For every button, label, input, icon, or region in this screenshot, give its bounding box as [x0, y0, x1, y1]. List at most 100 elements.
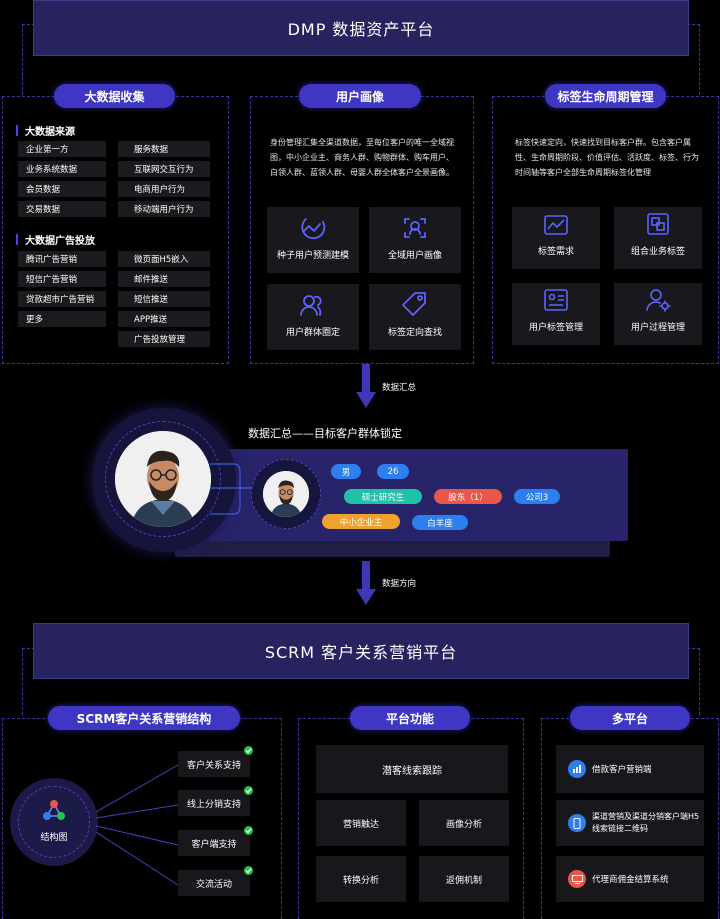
multi-item[interactable]: 渠道营销及渠道分销客户端H5线索链接二维码 [556, 800, 704, 846]
function-item[interactable]: 返佣机制 [419, 856, 509, 902]
multi-item-label: 借款客户营销端 [592, 765, 652, 775]
wave-chart-icon [301, 218, 326, 240]
avatar [115, 431, 211, 527]
chart-board-icon [544, 215, 568, 235]
ads-label: 大数据广告投放 [16, 232, 95, 247]
lifecycle-card-usertag[interactable]: 用户标签管理 [512, 283, 600, 345]
list-item: 移动端用户行为 [118, 201, 210, 217]
big-avatar-dashed-ring [105, 421, 221, 537]
chip-sme-owner: 中小企业主 [322, 514, 400, 529]
structure-item: 客户关系支持 [178, 751, 250, 777]
sources-label-text: 大数据来源 [25, 127, 75, 138]
structure-hub-inner [18, 786, 90, 858]
multi-item-label: 渠道营销及渠道分销客户端H5线索链接二维码 [592, 812, 700, 833]
chip-gender: 男 [331, 464, 361, 479]
portrait-frame-icon [404, 218, 426, 238]
collect-title: 大数据收集 [84, 89, 145, 104]
list-item: 服务数据 [118, 141, 210, 157]
lifecycle-card-demand[interactable]: 标签需求 [512, 207, 600, 269]
combine-icon [647, 213, 669, 235]
card-label: 用户群体圈定 [285, 328, 340, 338]
function-item[interactable]: 营销触达 [316, 800, 406, 846]
list-item: 业务系统数据 [18, 161, 106, 177]
lifecycle-desc: 标签快速定向，快速找到目标客户群。包含客户属性、生命周期阶段、价值评估、活跃度、… [515, 138, 699, 177]
dmp-banner: DMP 数据资产平台 [33, 0, 689, 56]
card-label: 种子用户预测建模 [276, 251, 349, 261]
sources-left-list: 企业第一方 业务系统数据 会员数据 交易数据 [18, 141, 106, 217]
multi-title: 多平台 [611, 711, 648, 726]
chip-shareholder: 股东（1） [434, 489, 502, 504]
list-item: 短信广告营销 [18, 271, 106, 287]
list-item: 电商用户行为 [118, 181, 210, 197]
list-item: 互联网交互行为 [118, 161, 210, 177]
check-icon [244, 746, 253, 755]
structure-item: 客户端支持 [178, 830, 250, 856]
structure-title: SCRM客户关系营销结构 [76, 711, 212, 726]
structure-title-pill: SCRM客户关系营销结构 [48, 706, 240, 730]
lifecycle-card-process[interactable]: 用户过程管理 [614, 283, 702, 345]
structure-graph-icon [43, 800, 65, 820]
scrm-banner: SCRM 客户关系营销平台 [33, 623, 689, 679]
flow-arrow-direction [356, 561, 376, 607]
collect-title-pill: 大数据收集 [54, 84, 175, 108]
card-label: 标签定向查找 [387, 328, 442, 338]
flow-label-direction: 数据方向 [382, 579, 417, 589]
structure-item: 交流活动 [178, 870, 250, 896]
list-item: 更多 [18, 311, 106, 327]
chip-zodiac: 白羊座 [412, 515, 468, 530]
summary-title: 数据汇总——目标客户群体锁定 [248, 427, 402, 440]
card-label: 用户标签管理 [528, 323, 583, 333]
portrait-title-pill: 用户画像 [299, 84, 421, 108]
user-gear-icon [646, 289, 671, 312]
sources-label: 大数据来源 [16, 123, 75, 138]
list-item: 企业第一方 [18, 141, 106, 157]
scrm-title: SCRM 客户关系营销平台 [264, 643, 458, 662]
chip-education: 硕士研究生 [344, 489, 422, 504]
portrait-card-seed[interactable]: 种子用户预测建模 [267, 207, 359, 273]
card-label: 全域用户画像 [387, 251, 442, 261]
structure-rays [96, 764, 179, 886]
lifecycle-card-combine[interactable]: 组合业务标签 [614, 207, 702, 269]
check-icon [244, 786, 253, 795]
list-item: 短信推送 [118, 291, 210, 307]
card-label: 组合业务标签 [630, 247, 685, 257]
multi-item[interactable]: 借款客户营销端 [556, 745, 704, 793]
tag-icon [402, 292, 426, 316]
functions-title-pill: 平台功能 [350, 706, 470, 730]
card-label: 用户过程管理 [630, 323, 685, 333]
portrait-card-global[interactable]: 全域用户画像 [369, 207, 461, 273]
portrait-card-tag[interactable]: 标签定向查找 [369, 284, 461, 350]
bar-chart-icon [568, 760, 586, 778]
phone-icon [568, 814, 586, 832]
structure-center-label: 结构图 [40, 833, 68, 843]
small-avatar [263, 471, 309, 517]
portrait-title: 用户画像 [335, 89, 384, 104]
check-icon [244, 866, 253, 875]
structure-item: 线上分销支持 [178, 790, 250, 816]
list-item: 贷款超市广告营销 [18, 291, 106, 307]
flow-label-summary: 数据汇总 [382, 383, 417, 393]
ads-left-list: 腾讯广告营销 短信广告营销 贷款超市广告营销 更多 [18, 251, 106, 327]
flow-arrow-summary [356, 364, 376, 410]
lifecycle-title: 标签生命周期管理 [557, 89, 654, 104]
monitor-icon [568, 870, 586, 888]
list-item: 微页面H5嵌入 [118, 251, 210, 267]
list-item: 广告投放管理 [118, 331, 210, 347]
list-item: 会员数据 [18, 181, 106, 197]
ads-right-list: 微页面H5嵌入 邮件推送 短信推送 APP推送 广告投放管理 [118, 251, 210, 347]
portrait-desc: 身份管理汇集全渠道数据，至每位客户的唯一全域视图，中小企业主、商务人群、购物群体… [270, 138, 454, 177]
user-group-icon [300, 295, 322, 316]
list-item: APP推送 [118, 311, 210, 327]
multi-item[interactable]: 代理商佣金结算系统 [556, 856, 704, 902]
sources-right-list: 服务数据 互联网交互行为 电商用户行为 移动端用户行为 [118, 141, 210, 217]
multi-item-label: 代理商佣金结算系统 [592, 875, 669, 885]
id-card-icon [544, 289, 568, 311]
check-icon [244, 826, 253, 835]
function-top[interactable]: 潜客线索跟踪 [316, 745, 508, 793]
function-item[interactable]: 画像分析 [419, 800, 509, 846]
list-item: 腾讯广告营销 [18, 251, 106, 267]
dmp-title: DMP 数据资产平台 [287, 20, 435, 39]
function-item[interactable]: 转换分析 [316, 856, 406, 902]
functions-title: 平台功能 [385, 711, 434, 726]
portrait-card-group[interactable]: 用户群体圈定 [267, 284, 359, 350]
